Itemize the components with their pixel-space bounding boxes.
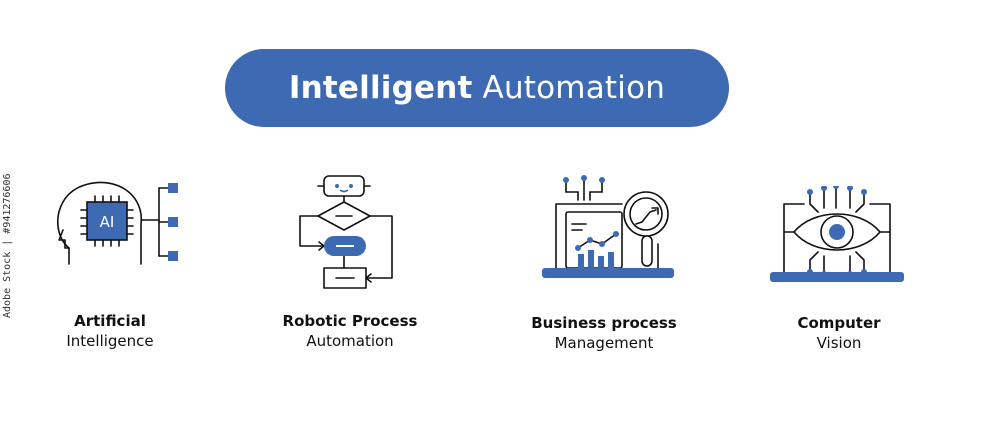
label-artificial-intelligence: Artificial Intelligence [0,311,220,351]
label-line1: Computer [797,314,881,332]
chip-text: AI [100,213,115,231]
label-line2: Automation [306,332,394,350]
label-computer-vision: Computer Vision [729,313,949,353]
label-business-process-management: Business process Management [494,313,714,353]
title-light: Automation [482,70,666,106]
label-line2: Intelligence [66,332,154,350]
label-robotic-process-automation: Robotic Process Automation [240,311,460,351]
label-line1: Business process [531,314,677,332]
laptop-eye-icon [770,186,904,282]
stock-id-text: Adobe Stock | #941276606 [2,173,13,319]
laptop-analytics-icon [542,175,674,278]
label-line1: Artificial [74,312,146,330]
title-banner: Intelligent Automation [225,49,729,127]
robot-flowchart-icon [299,175,393,289]
label-line1: Robotic Process [282,312,418,330]
label-line2: Vision [816,334,862,352]
label-line2: Management [554,334,654,352]
ai-head-icon: AI [56,181,178,265]
title-bold: Intelligent [288,70,473,106]
